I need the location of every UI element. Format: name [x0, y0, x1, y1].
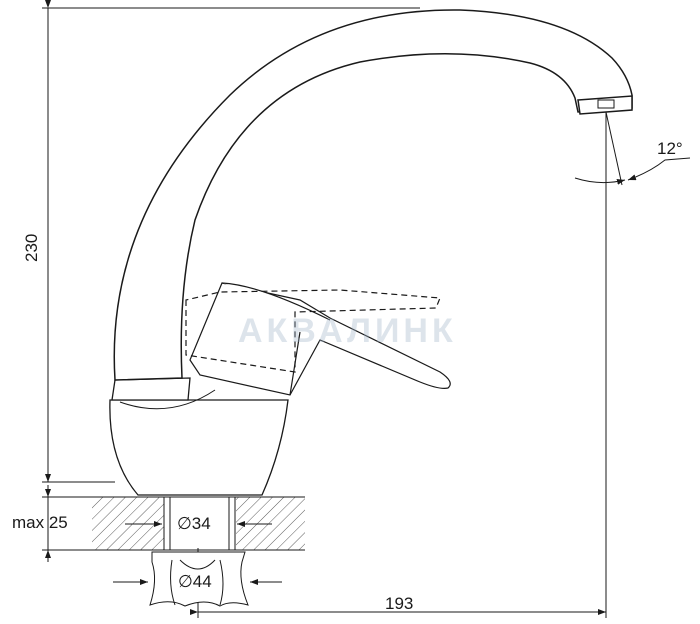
watermark: АКВАЛИНК	[238, 312, 457, 350]
angle-label: 12°	[657, 139, 683, 158]
countertop-section	[92, 496, 305, 551]
reach-label: 193	[385, 594, 414, 613]
hole-diameter-label: ∅34	[177, 514, 211, 533]
nut-diameter-label: ∅44	[178, 572, 212, 591]
faucet-spout	[113, 9, 633, 381]
mounting-nut	[113, 551, 282, 607]
max-countertop-label: max 25	[12, 513, 68, 532]
height-label: 230	[22, 233, 41, 262]
lever-handle	[189, 282, 451, 396]
lever-alternate-position	[185, 289, 441, 373]
faucet-body	[109, 377, 289, 496]
